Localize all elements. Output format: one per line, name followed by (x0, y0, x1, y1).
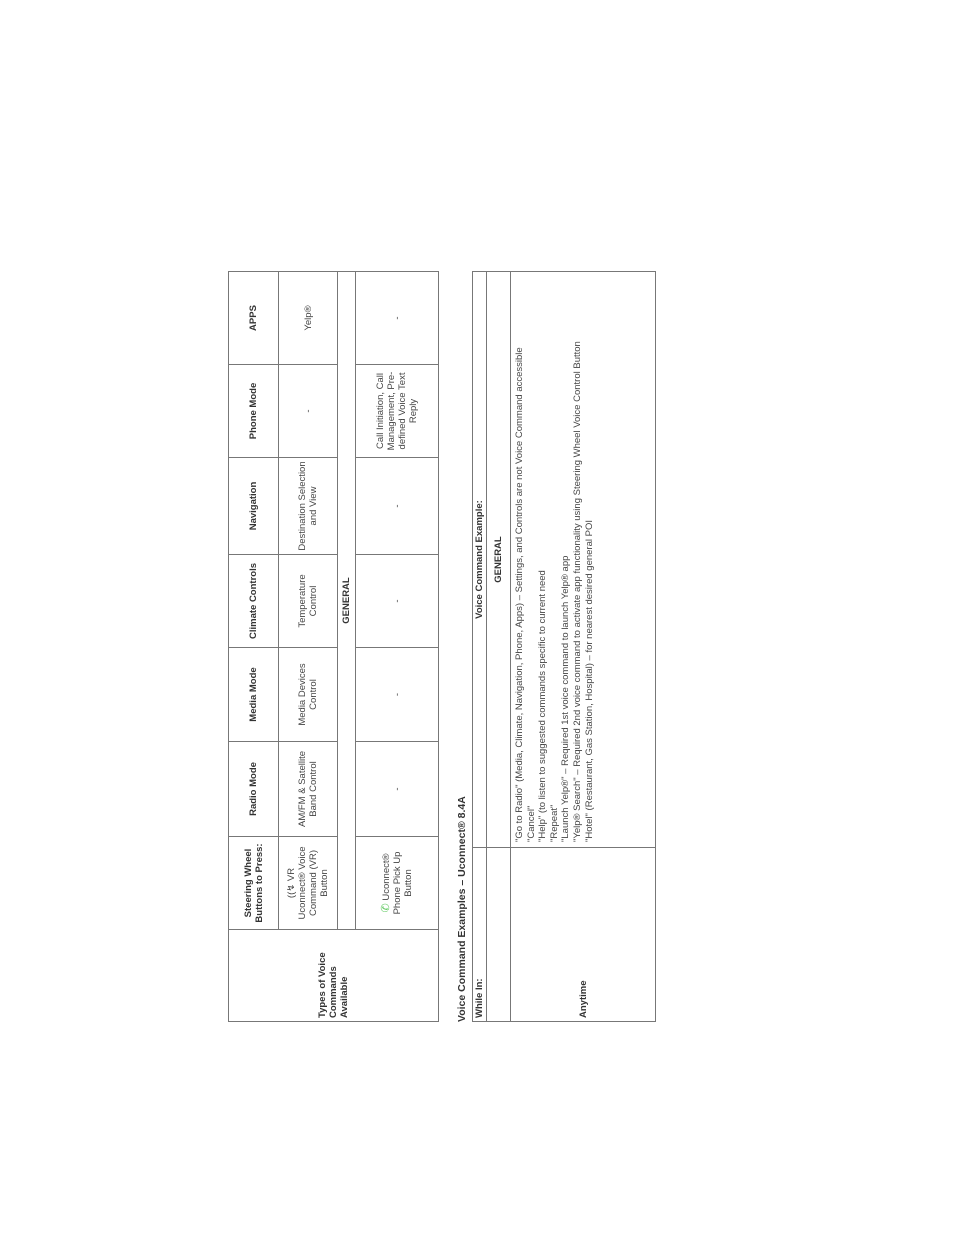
vr-button-text: Uconnect® Voice Command (VR) Button (297, 846, 330, 920)
command-item: "Hotel" (Restaurant, Gas Station, Hospit… (583, 520, 595, 842)
voice-command-types-table: Types of Voice Commands Available Steeri… (228, 271, 439, 1022)
phone-icon: ✆ (379, 903, 392, 913)
cell: Yelp® (278, 271, 338, 365)
cell: Media Devices Control (278, 647, 338, 742)
command-item: "Launch Yelp®" – Required 1st voice comm… (560, 555, 572, 842)
col-header-while-in: While In: (472, 847, 487, 1022)
col-header: Navigation (228, 457, 279, 555)
section-general: GENERAL (337, 271, 356, 930)
command-item: "Help" (to listen to suggested commands … (537, 570, 549, 842)
section-title: Voice Command Examples – Uconnect® 8.4A (456, 796, 468, 1022)
voice-recognition-icon: ((↯ (286, 881, 297, 899)
cell: AM/FM & Satellite Band Control (278, 741, 338, 837)
row-header: Types of Voice Commands Available (228, 929, 439, 1022)
col-header: Phone Mode (228, 364, 279, 458)
cell: - (355, 647, 439, 742)
cell: - (355, 457, 439, 555)
command-item: "Cancel" (525, 805, 537, 842)
cell: - (355, 271, 439, 365)
cell: - (355, 741, 439, 837)
phone-button-cell: ✆ Uconnect® Phone Pick Up Button (355, 836, 439, 930)
rotated-content: Types of Voice Commands Available Steeri… (228, 271, 658, 1022)
col-header: Radio Mode (228, 741, 279, 837)
command-item: "Repeat" (548, 804, 560, 842)
section-general: GENERAL (486, 271, 511, 848)
command-item: "Go to Radio" (Media, Climate, Navigatio… (514, 347, 525, 842)
voice-command-examples-table: While In: Voice Command Example: GENERAL… (472, 271, 656, 1022)
cell: Call Initiation, Call Management, Pre-de… (355, 364, 439, 458)
col-header: Media Mode (228, 647, 279, 742)
col-header: Steering Wheel Buttons to Press: (228, 836, 279, 930)
col-header: Climate Controls (228, 554, 279, 648)
col-header: APPS (228, 271, 279, 365)
cell: Temperature Control (278, 554, 338, 648)
vr-label: VR (286, 867, 297, 882)
command-list: "Go to Radio" (Media, Climate, Navigatio… (510, 271, 656, 848)
col-header-example: Voice Command Example: (472, 271, 487, 848)
cell: - (278, 364, 338, 458)
command-item: "Yelp® Search" – Required 2nd voice comm… (571, 341, 583, 842)
cell: Destination Selection and View (278, 457, 338, 555)
cell: - (355, 554, 439, 648)
row-label-anytime: Anytime (510, 847, 656, 1022)
